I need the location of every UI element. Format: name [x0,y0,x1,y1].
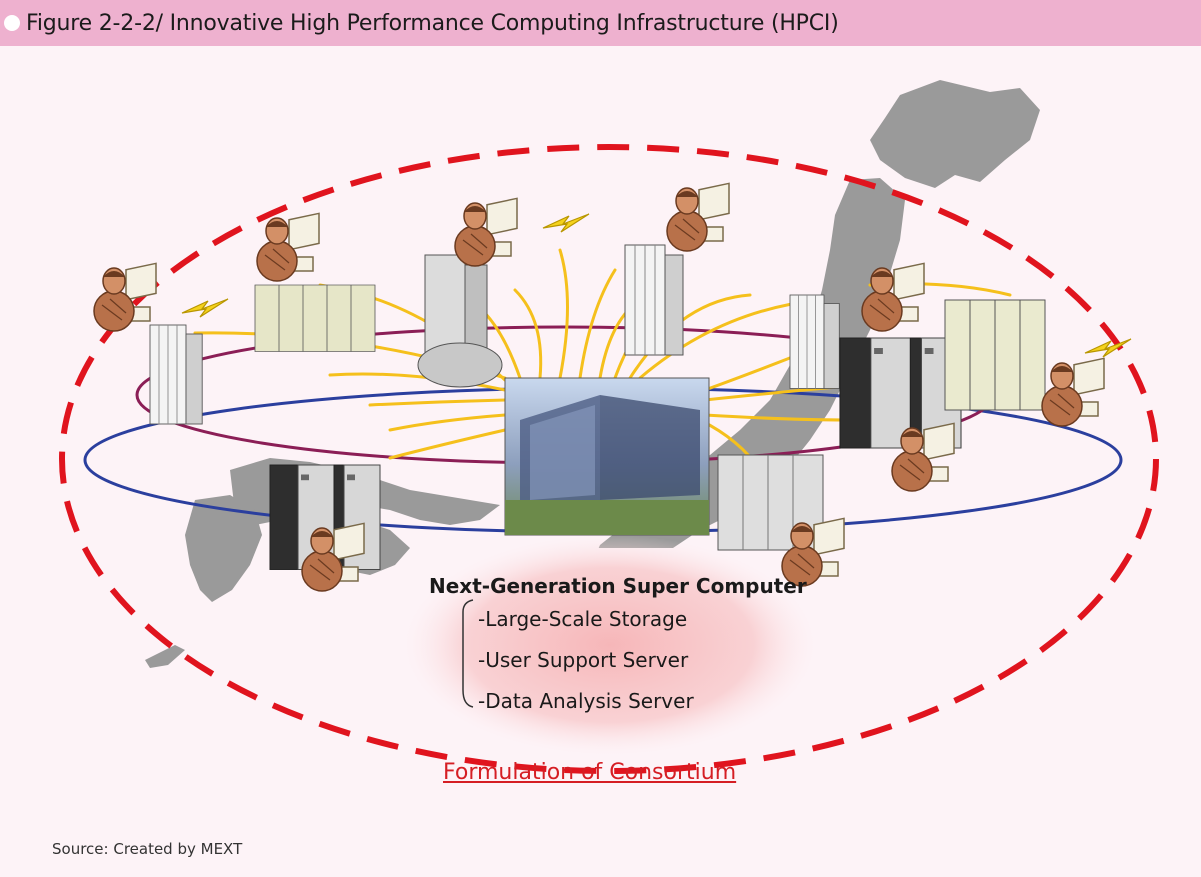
user-at-computer-icon [93,262,157,332]
supercomputer-icon [417,254,503,388]
user-at-computer-icon [256,212,320,282]
figure-title: Figure 2-2-2/ Innovative High Performanc… [26,10,839,36]
consortium-boundary [59,144,1159,774]
consortium-label: Formulation of Consortium [443,760,737,785]
supercomputer-icon [254,284,376,352]
user-at-computer-icon [454,197,518,267]
list-bracket [462,599,474,708]
supercomputer-icon [944,299,1046,411]
bullet-icon [4,15,20,31]
source-note: Source: Created by MEXT [52,840,243,858]
lightning-icon [181,298,229,318]
center-glow [405,535,815,755]
supercomputer-icon [789,294,840,389]
lightning-icon [542,213,590,233]
supercomputer-icon [624,244,684,356]
supercomputer-icon [149,324,203,425]
list-item: -Data Analysis Server [478,689,694,713]
user-at-computer-icon [1041,357,1105,427]
list-item: -User Support Server [478,648,689,672]
center-title: Next-Generation Super Computer [429,574,807,598]
figure-header: Figure 2-2-2/ Innovative High Performanc… [0,0,1201,46]
hpci-diagram [59,80,1159,774]
lightning-icon [1084,338,1132,358]
user-at-computer-icon [666,182,730,252]
center-item-list: -Large-Scale Storage -User Support Serve… [478,604,694,727]
list-item: -Large-Scale Storage [478,607,688,631]
supercomputer-building [504,377,710,536]
